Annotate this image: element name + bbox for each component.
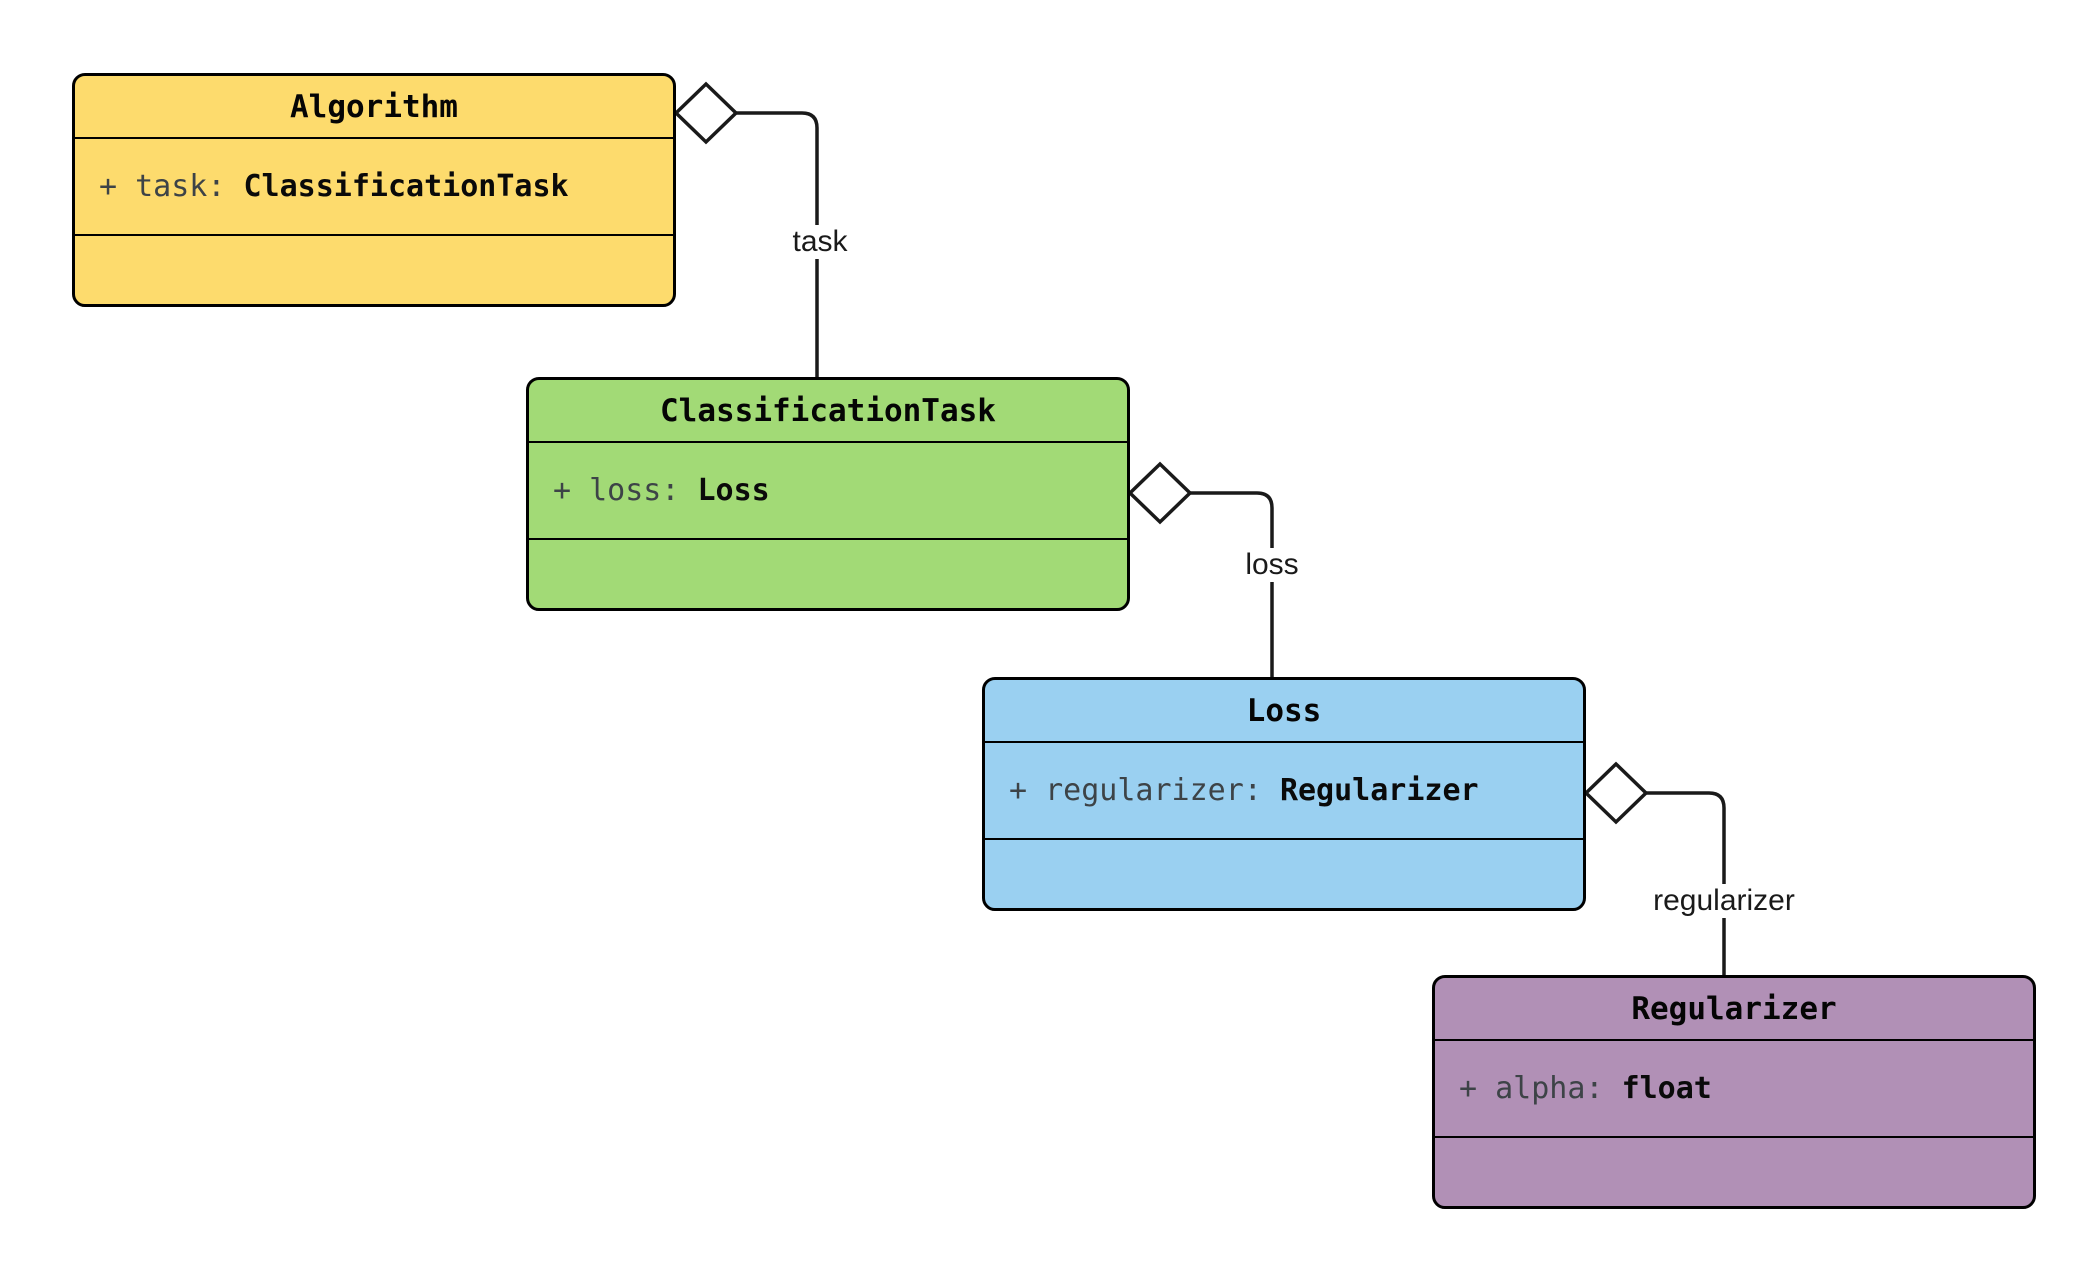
attribute-declaration: + loss: xyxy=(553,473,698,508)
class-attributes-compartment: + task: ClassificationTask xyxy=(75,137,673,234)
class-box-algorithm: Algorithm + task: ClassificationTask xyxy=(72,73,676,307)
attribute-type: float xyxy=(1621,1071,1712,1106)
aggregation-diamond-task xyxy=(673,81,739,145)
attribute-type: Regularizer xyxy=(1279,773,1479,808)
class-attributes-compartment: + regularizer: Regularizer xyxy=(985,741,1583,838)
attribute-declaration: + regularizer: xyxy=(1009,773,1280,808)
attribute-declaration: + alpha: xyxy=(1459,1071,1622,1106)
class-title: Regularizer xyxy=(1631,990,1837,1027)
class-attributes-compartment: + alpha: float xyxy=(1435,1039,2033,1136)
aggregation-diamond-loss xyxy=(1127,461,1193,525)
class-attributes-compartment: + loss: Loss xyxy=(529,441,1127,538)
edge-label-regularizer: regularizer xyxy=(1647,884,1801,918)
edge-task-line xyxy=(736,111,819,377)
class-title: Loss xyxy=(1246,692,1322,729)
class-title: Algorithm xyxy=(290,88,458,125)
class-methods-compartment xyxy=(985,838,1583,908)
edge-regularizer-line xyxy=(1646,791,1726,975)
aggregation-diamond-regularizer xyxy=(1583,761,1649,825)
edge-label-task: task xyxy=(786,225,854,259)
edge-loss-line xyxy=(1190,491,1274,677)
class-methods-compartment xyxy=(75,234,673,304)
class-methods-compartment xyxy=(1435,1136,2033,1206)
attribute-type: Loss xyxy=(697,473,770,508)
attribute-type: ClassificationTask xyxy=(243,169,569,204)
class-box-loss: Loss + regularizer: Regularizer xyxy=(982,677,1586,911)
class-box-classificationtask: ClassificationTask + loss: Loss xyxy=(526,377,1130,611)
class-title: ClassificationTask xyxy=(660,392,996,429)
attribute-declaration: + task: xyxy=(99,169,244,204)
edge-label-loss: loss xyxy=(1239,548,1305,582)
class-box-regularizer: Regularizer + alpha: float xyxy=(1432,975,2036,1209)
class-methods-compartment xyxy=(529,538,1127,608)
